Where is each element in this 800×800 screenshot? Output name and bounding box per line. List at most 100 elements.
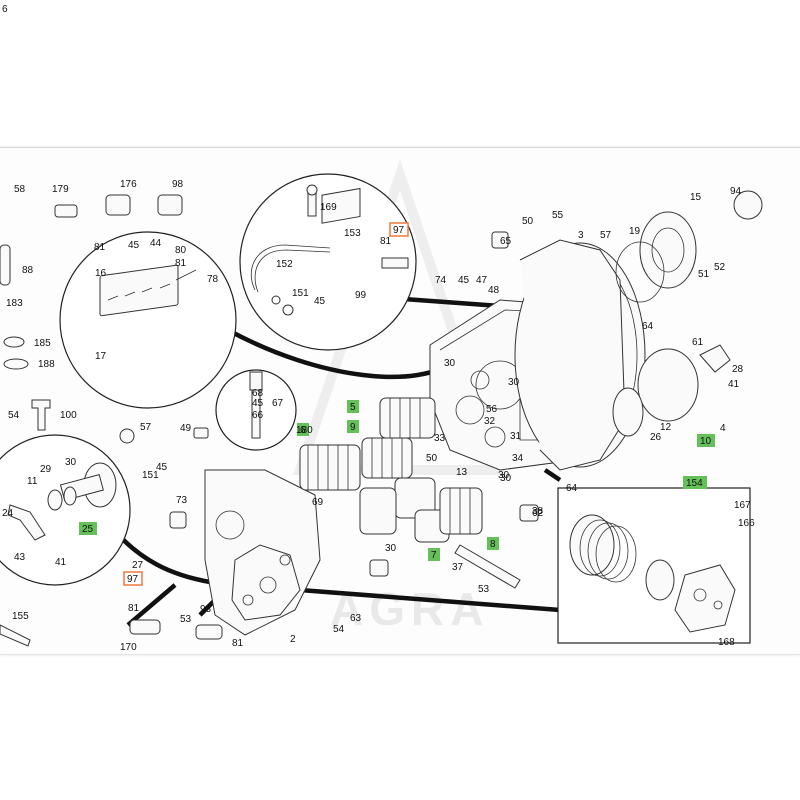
part-number-label[interactable]: 41 bbox=[55, 557, 67, 568]
part-number-label[interactable]: 9 bbox=[350, 422, 356, 433]
part-number-label[interactable]: 29 bbox=[40, 464, 52, 475]
part-number-label[interactable]: 65 bbox=[500, 236, 512, 247]
part-number-label[interactable]: 45 bbox=[314, 296, 326, 307]
part-number-label[interactable]: 81 bbox=[94, 242, 106, 253]
part-number-label[interactable]: 30 bbox=[65, 457, 77, 468]
part-number-label[interactable]: 54 bbox=[8, 410, 20, 421]
part-number-label[interactable]: 99 bbox=[355, 290, 367, 301]
part-number-label[interactable]: 25 bbox=[82, 524, 94, 535]
part-number-label[interactable]: 188 bbox=[38, 359, 55, 370]
part-number-label[interactable]: 81 bbox=[232, 638, 244, 649]
part-number-label[interactable]: 6 bbox=[2, 4, 8, 15]
part-number-label[interactable]: 49 bbox=[180, 423, 192, 434]
part-number-label[interactable]: 30 bbox=[444, 358, 456, 369]
part-number-label[interactable]: 97 bbox=[127, 574, 139, 585]
part-number-label[interactable]: 94 bbox=[730, 186, 742, 197]
part-number-label[interactable]: 166 bbox=[738, 518, 755, 529]
part-number-label[interactable]: 152 bbox=[276, 259, 293, 270]
part-number-label[interactable]: 176 bbox=[120, 179, 137, 190]
part-number-label[interactable]: 17 bbox=[95, 351, 107, 362]
part-number-label[interactable]: 33 bbox=[434, 433, 446, 444]
part-number-label[interactable]: 74 bbox=[435, 275, 447, 286]
part-number-label[interactable]: 30 bbox=[385, 543, 397, 554]
part-number-label[interactable]: 41 bbox=[728, 379, 740, 390]
part-number-label[interactable]: 169 bbox=[320, 202, 337, 213]
part-number-label[interactable]: 43 bbox=[14, 552, 26, 563]
part-number-label[interactable]: 88 bbox=[22, 265, 34, 276]
part-number-label[interactable]: 48 bbox=[488, 285, 500, 296]
part-number-label[interactable]: 185 bbox=[34, 338, 51, 349]
part-number-label[interactable]: 78 bbox=[207, 274, 219, 285]
part-number-label[interactable]: 81 bbox=[175, 258, 187, 269]
part-number-label[interactable]: 30 bbox=[508, 377, 520, 388]
part-number-label[interactable]: 55 bbox=[552, 210, 564, 221]
part-number-label[interactable]: 52 bbox=[714, 262, 726, 273]
part-number-label[interactable]: 16 bbox=[95, 268, 107, 279]
part-number-label[interactable]: 28 bbox=[732, 364, 744, 375]
part-number-label[interactable]: 2 bbox=[290, 634, 296, 645]
part-number-label[interactable]: 50 bbox=[426, 453, 438, 464]
part-number-label[interactable]: 67 bbox=[272, 398, 284, 409]
part-number-label[interactable]: 11 bbox=[27, 476, 38, 487]
part-number-label[interactable]: 69 bbox=[312, 497, 324, 508]
part-number-label[interactable]: 45 bbox=[458, 275, 470, 286]
part-number-label[interactable]: 47 bbox=[476, 275, 488, 286]
part-number-label[interactable]: 151 bbox=[142, 470, 159, 481]
part-number-label[interactable]: 45 bbox=[252, 398, 264, 409]
part-number-label[interactable]: 73 bbox=[176, 495, 188, 506]
part-number-label[interactable]: 30 bbox=[498, 470, 510, 481]
part-number-label[interactable]: 154 bbox=[686, 478, 703, 489]
part-number-label[interactable]: 53 bbox=[180, 614, 192, 625]
part-number-label[interactable]: 10 bbox=[700, 436, 712, 447]
part-number-label[interactable]: 66 bbox=[252, 410, 264, 421]
part-number-label[interactable]: 45 bbox=[128, 240, 140, 251]
part-number-label[interactable]: 12 bbox=[660, 422, 672, 433]
part-number-label[interactable]: 63 bbox=[350, 613, 362, 624]
part-number-label[interactable]: 151 bbox=[292, 288, 309, 299]
part-number-label[interactable]: 26 bbox=[650, 432, 662, 443]
part-number-label[interactable]: 61 bbox=[692, 337, 704, 348]
part-number-label[interactable]: 5 bbox=[350, 402, 356, 413]
part-number-label[interactable]: 30 bbox=[500, 473, 512, 484]
part-number-label[interactable]: 57 bbox=[140, 422, 152, 433]
part-number-label[interactable]: 44 bbox=[150, 238, 162, 249]
part-number-label[interactable]: 31 bbox=[510, 431, 522, 442]
part-number-label[interactable]: 32 bbox=[484, 416, 496, 427]
part-number-label[interactable]: 81 bbox=[128, 603, 140, 614]
part-number-label[interactable]: 80 bbox=[175, 245, 187, 256]
part-number-label[interactable]: 168 bbox=[718, 637, 735, 648]
part-number-label[interactable]: 183 bbox=[6, 298, 23, 309]
part-number-label[interactable]: 153 bbox=[344, 228, 361, 239]
part-number-label[interactable]: 167 bbox=[734, 500, 751, 511]
part-number-label[interactable]: 180 bbox=[296, 425, 313, 436]
part-number-label[interactable]: 27 bbox=[132, 560, 144, 571]
part-number-label[interactable]: 64 bbox=[642, 321, 654, 332]
part-number-label[interactable]: 8 bbox=[490, 539, 496, 550]
part-number-label[interactable]: 50 bbox=[522, 216, 534, 227]
part-number-label[interactable]: 37 bbox=[452, 562, 464, 573]
part-number-label[interactable]: 13 bbox=[456, 467, 468, 478]
part-number-label[interactable]: 93 bbox=[200, 604, 212, 615]
part-number-label[interactable]: 64 bbox=[566, 483, 578, 494]
part-number-label[interactable]: 24 bbox=[2, 508, 14, 519]
part-number-label[interactable]: 58 bbox=[14, 184, 26, 195]
part-number-label[interactable]: 100 bbox=[60, 410, 77, 421]
part-number-label[interactable]: 15 bbox=[690, 192, 702, 203]
part-number-label[interactable]: 56 bbox=[486, 404, 498, 415]
part-number-label[interactable]: 6 bbox=[300, 425, 306, 436]
part-number-label[interactable]: 51 bbox=[698, 269, 710, 280]
part-number-label[interactable]: 45 bbox=[156, 462, 168, 473]
part-number-label[interactable]: 7 bbox=[431, 550, 437, 561]
part-number-label[interactable]: 38 bbox=[532, 506, 544, 517]
part-number-label[interactable]: 155 bbox=[12, 611, 29, 622]
part-number-label[interactable]: 53 bbox=[478, 584, 490, 595]
part-number-label[interactable]: 34 bbox=[512, 453, 524, 464]
part-number-label[interactable]: 98 bbox=[172, 179, 184, 190]
part-number-label[interactable]: 68 bbox=[252, 388, 264, 399]
part-number-label[interactable]: 54 bbox=[333, 624, 345, 635]
part-number-label[interactable]: 170 bbox=[120, 642, 137, 653]
part-number-label[interactable]: 81 bbox=[380, 236, 392, 247]
part-number-label[interactable]: 179 bbox=[52, 184, 69, 195]
part-number-label[interactable]: 97 bbox=[393, 225, 405, 236]
part-number-label[interactable]: 62 bbox=[532, 508, 544, 519]
